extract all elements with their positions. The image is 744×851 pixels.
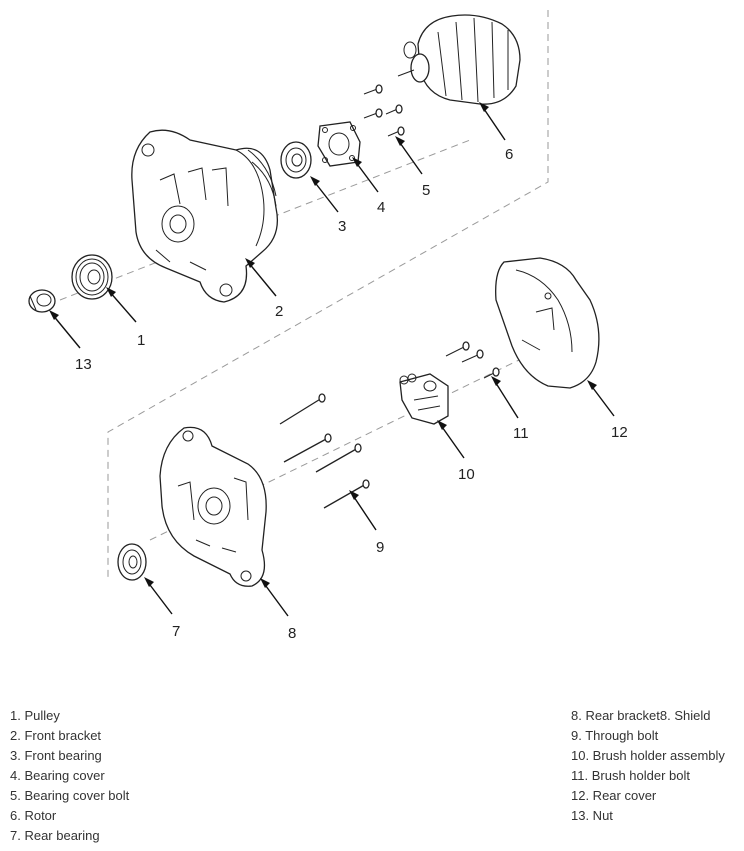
front-bearing-part: [280, 141, 312, 179]
legend-item-through-bolt: 9. Through bolt: [571, 728, 659, 743]
legend-item-bearing-cover-bolt: 5. Bearing cover bolt: [10, 788, 130, 803]
rear-bearing-part: [117, 543, 147, 581]
legend-right-column: 8. Rear bracket8. Shield 9. Through bolt…: [571, 706, 725, 826]
rear-cover-part: [495, 257, 600, 389]
brush-holder-bolts-part: [445, 341, 500, 379]
callout-8: 8: [288, 625, 296, 642]
callout-12: 12: [611, 424, 628, 441]
callout-2: 2: [275, 303, 283, 320]
rotor-part: [397, 14, 521, 105]
legend-item-front-bracket: 2. Front bracket: [10, 728, 102, 743]
legend-item-rear-cover: 12. Rear cover: [571, 788, 657, 803]
legend-item-rear-bearing: 7. Rear bearing: [10, 828, 100, 843]
legend-item-brush-holder-bolt: 11. Brush holder bolt: [571, 768, 690, 783]
callout-13: 13: [75, 356, 92, 373]
callout-7: 7: [172, 623, 180, 640]
legend-item-pulley: 1. Pulley: [10, 708, 60, 723]
legend-item-rotor: 6. Rotor: [10, 808, 57, 823]
legend-item-rear-bracket-shield: 8. Rear bracket8. Shield: [571, 708, 711, 723]
callout-9: 9: [376, 539, 384, 556]
through-bolts-part: [279, 393, 370, 509]
brush-holder-assembly-part: [399, 373, 449, 425]
callout-numbers: 1 2 3 4 5 6 7 8 9 10 11 12 13: [75, 146, 628, 642]
legend-item-front-bearing: 3. Front bearing: [10, 748, 102, 763]
legend-item-bearing-cover: 4. Bearing cover: [10, 768, 105, 783]
callout-10: 10: [458, 466, 475, 483]
callout-3: 3: [338, 218, 346, 235]
callout-11: 11: [513, 425, 529, 442]
legend-item-brush-holder-assembly: 10. Brush holder assembly: [571, 748, 725, 763]
callout-6: 6: [505, 146, 513, 163]
pulley-part: [71, 254, 113, 300]
callout-5: 5: [422, 182, 430, 199]
alternator-exploded-diagram: 1 2 3 4 5 6 7 8 9 10 11 12 13: [28, 10, 628, 642]
front-bracket-part: [131, 129, 279, 303]
bearing-cover-bolts-part: [363, 84, 405, 137]
callout-1: 1: [137, 332, 145, 349]
nut-part: [28, 289, 56, 313]
callout-4: 4: [377, 199, 385, 216]
rear-bracket-part: [159, 426, 267, 587]
legend-item-nut: 13. Nut: [571, 808, 613, 823]
leader-arrows: [49, 102, 615, 617]
legend-left-column: 1. Pulley 2. Front bracket 3. Front bear…: [10, 706, 129, 846]
